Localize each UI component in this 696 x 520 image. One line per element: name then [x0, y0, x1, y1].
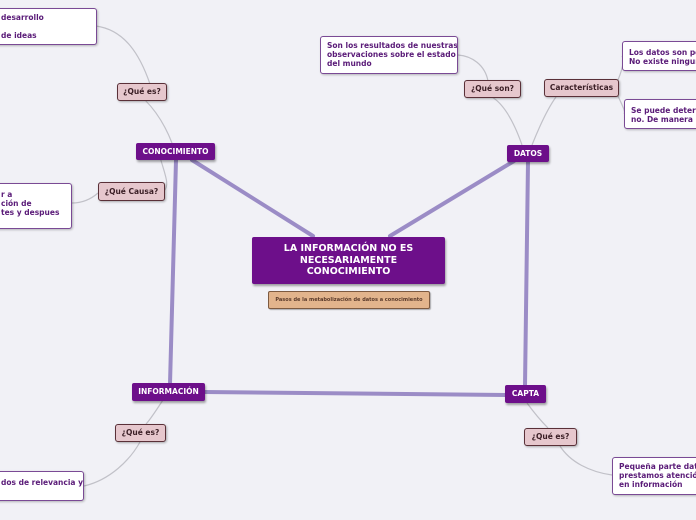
leaf-text-line: no. De manera lo [631, 115, 696, 124]
link-causa-leaf [71, 192, 99, 204]
leaf-text-line: en información [619, 480, 683, 489]
link-conocimiento-causa [159, 156, 168, 192]
link-informacion-quees [145, 399, 164, 425]
central-topic[interactable]: LA INFORMACIÓN NO ES NECESARIAMENTE CONO… [252, 237, 445, 284]
link-datos-queson [491, 96, 523, 146]
link-datos-caract [531, 96, 557, 146]
question-capta-que-es[interactable]: ¿Qué es? [524, 428, 577, 446]
central-note[interactable]: Pasos de la metabolización de datos a co… [268, 291, 430, 309]
link-queson-leaf [457, 54, 489, 82]
question-conocimiento-que-causa[interactable]: ¿Qué Causa? [98, 182, 165, 201]
question-informacion-que-es[interactable]: ¿Qué es? [115, 424, 166, 442]
leaf-text-line: Se puede determ [631, 106, 696, 115]
leaf-text-line: prestamos atención [619, 471, 696, 480]
leaf-conocimiento-definicion[interactable]: desarrollo de ideas [0, 8, 97, 45]
link-central-datos [388, 159, 516, 238]
leaf-text-line: No existe ningun [629, 57, 696, 66]
leaf-text-line: ción de [1, 199, 32, 208]
leaf-conocimiento-causa[interactable]: r a ción de tes y despues [0, 183, 72, 229]
leaf-text-line: observaciones sobre el estado [327, 50, 456, 59]
leaf-informacion-definicion[interactable]: dos de relevancia y [0, 471, 84, 501]
leaf-text-line: Los datos son pe [629, 48, 696, 57]
link-conocimiento-quees [144, 99, 173, 144]
leaf-text-line: del mundo [327, 59, 372, 68]
link-quees-leaf [95, 25, 151, 85]
leaf-text-line: dos de relevancia y [1, 478, 83, 487]
topic-informacion[interactable]: INFORMACIÓN [132, 383, 205, 401]
link-conocimiento-informacion [168, 158, 178, 386]
central-title-line-2: NECESARIAMENTE [299, 254, 398, 266]
central-title-line-1: LA INFORMACIÓN NO ES [283, 243, 414, 254]
leaf-text-line: de ideas [1, 31, 37, 40]
leaf-text-line: Pequeña parte dato [619, 462, 696, 471]
leaf-text-line: Son los resultados de nuestras [327, 41, 458, 50]
leaf-text-line: r a [1, 190, 13, 199]
leaf-text-line [1, 22, 90, 31]
topic-capta[interactable]: CAPTA [505, 385, 546, 403]
link-central-conocimiento [190, 158, 315, 238]
question-datos-caracteristicas[interactable]: Características [544, 79, 619, 97]
link-informacion-capta [202, 390, 508, 397]
leaf-capta-definicion[interactable]: Pequeña parte dato prestamos atención en… [612, 457, 696, 495]
link-info-quees-leaf [83, 441, 141, 487]
central-title-line-3: CONOCIMIENTO [306, 266, 391, 277]
leaf-datos-caracteristica-2[interactable]: Se puede determ no. De manera lo [624, 99, 696, 129]
link-datos-capta [523, 160, 530, 388]
leaf-text-line: desarrollo [1, 13, 44, 22]
topic-datos[interactable]: DATOS [507, 145, 549, 162]
leaf-text-line: tes y despues [1, 208, 60, 217]
question-datos-que-son[interactable]: ¿Qué son? [464, 80, 521, 98]
question-conocimiento-que-es[interactable]: ¿Qué es? [117, 83, 167, 101]
leaf-datos-caracteristica-1[interactable]: Los datos son pe No existe ningun [622, 41, 696, 71]
topic-conocimiento[interactable]: CONOCIMIENTO [136, 143, 215, 160]
leaf-datos-definicion[interactable]: Son los resultados de nuestras observaci… [320, 36, 458, 74]
link-capta-quees [526, 402, 549, 429]
link-capta-quees-leaf [559, 445, 613, 476]
